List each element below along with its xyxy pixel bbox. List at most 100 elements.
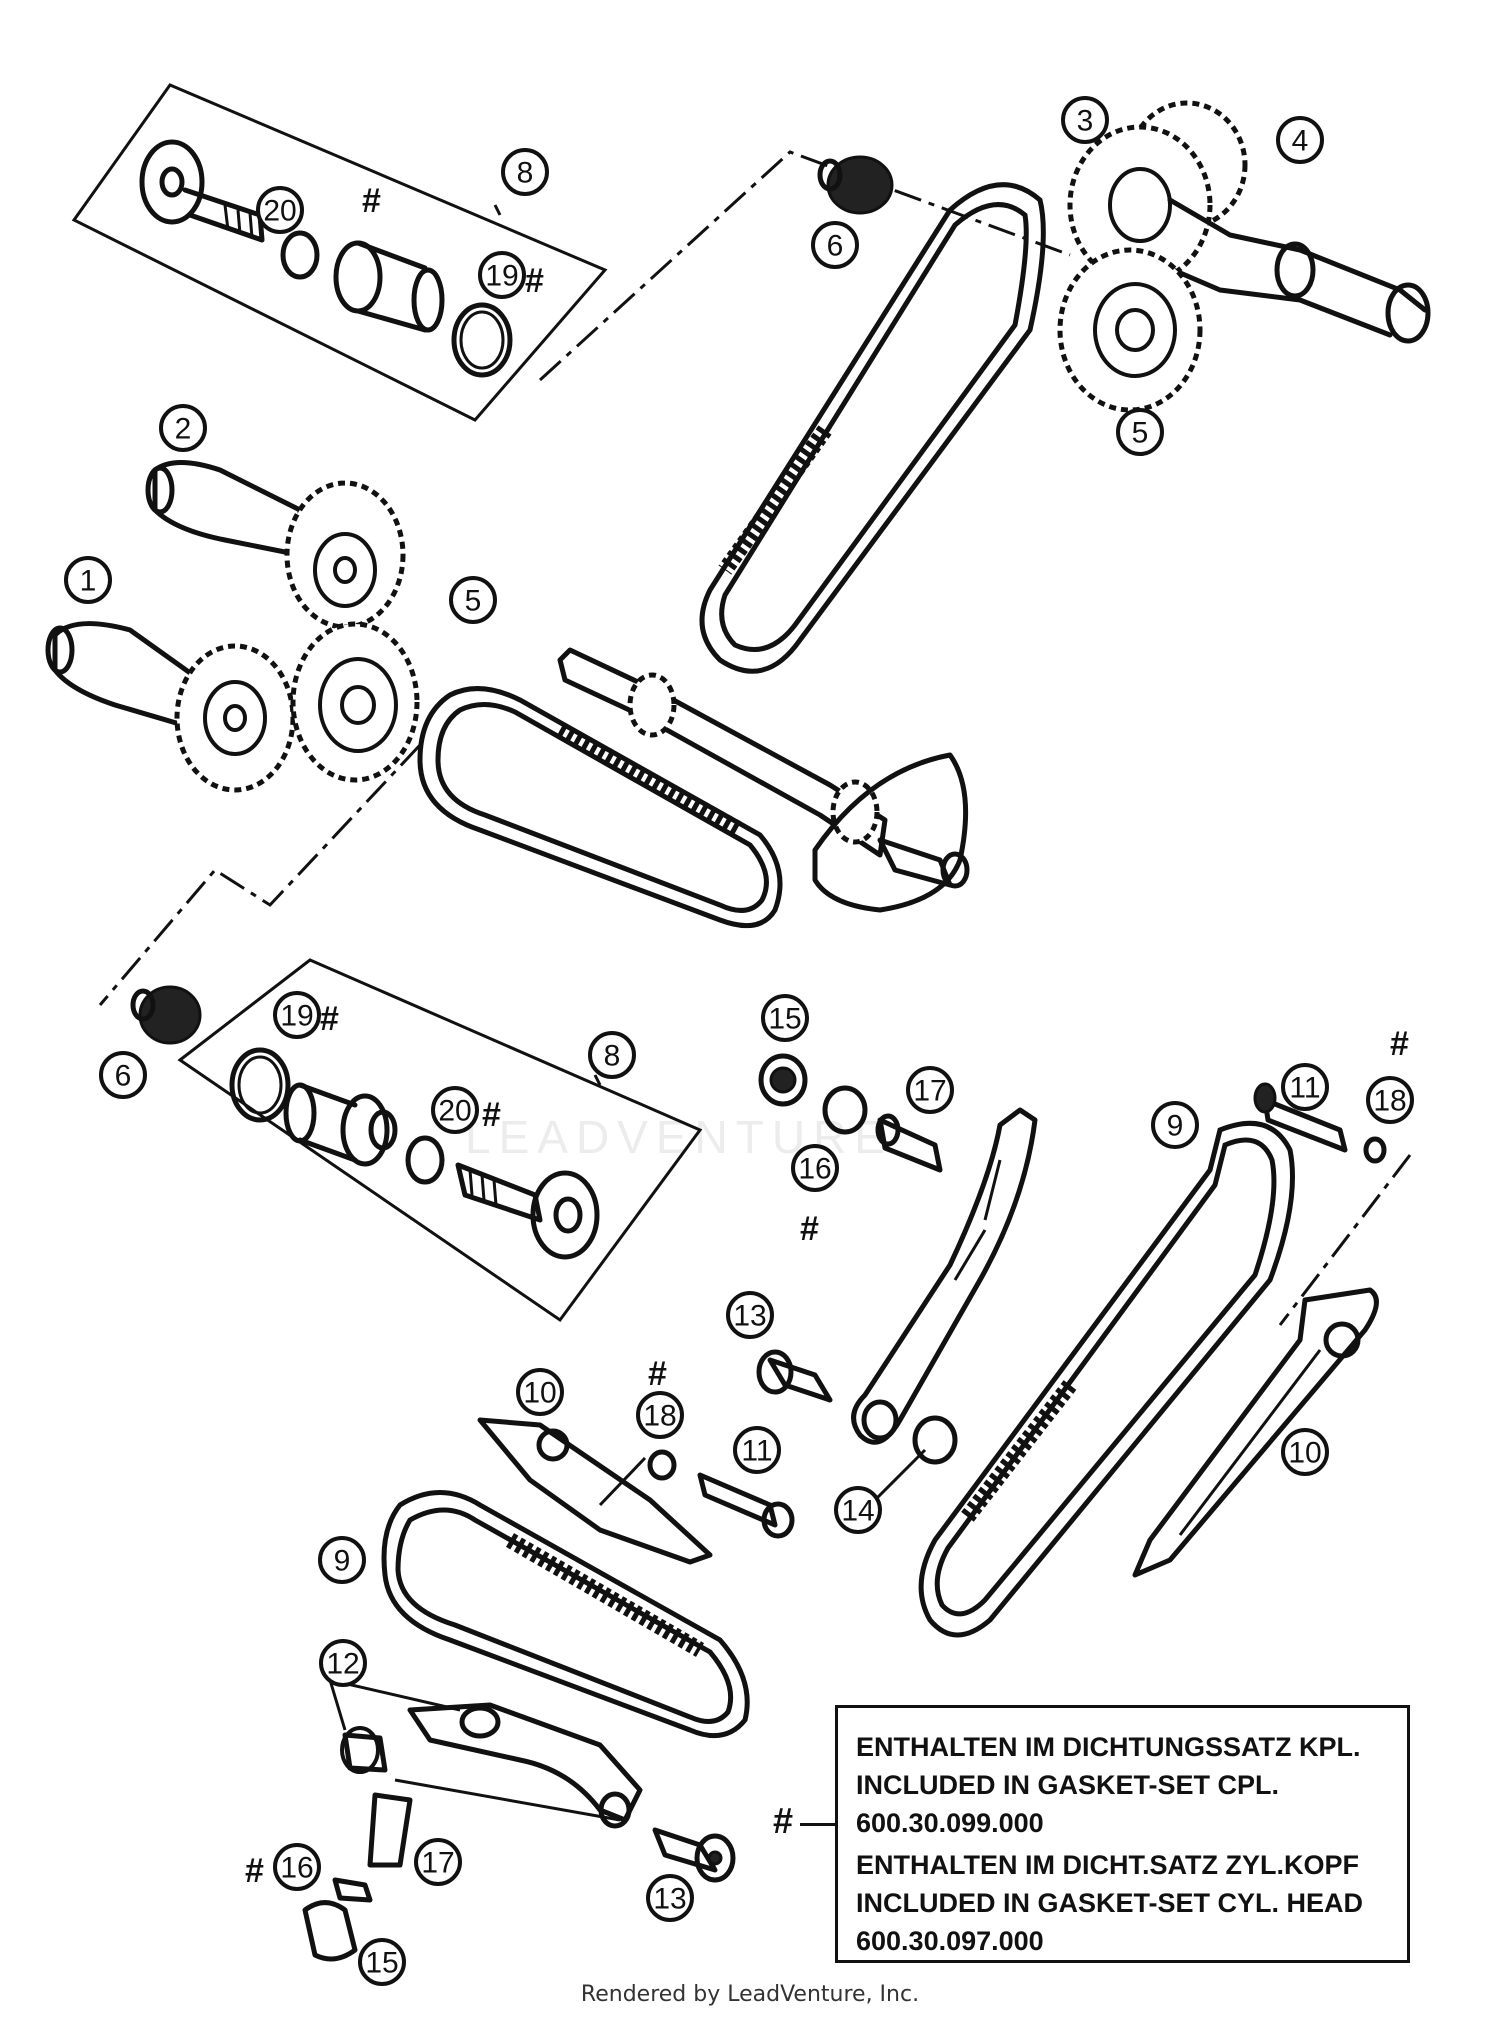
legend-box: ENTHALTEN IM DICHTUNGSSATZ KPL. INCLUDED… xyxy=(835,1705,1410,1963)
callout-number: 19 xyxy=(280,1000,313,1033)
callout-number: 18 xyxy=(1373,1085,1406,1118)
legend-group1-part-number: 600.30.099.000 xyxy=(856,1808,1044,1838)
callout-number: 10 xyxy=(1288,1437,1321,1470)
footer-credit: Rendered by LeadVenture, Inc. xyxy=(580,1982,920,2007)
callout-circle xyxy=(64,556,112,604)
leader-line xyxy=(98,743,422,1006)
timing-chain-middle xyxy=(417,686,783,929)
crankshaft xyxy=(557,647,970,913)
callout-circle xyxy=(273,1843,321,1891)
callout-number: 19 xyxy=(485,260,518,293)
callout-circle xyxy=(273,991,321,1039)
callout-number: 8 xyxy=(604,1040,621,1073)
callout-circle xyxy=(1276,116,1324,164)
callout-number: 20 xyxy=(263,195,296,228)
callout-circle xyxy=(726,1291,774,1339)
callout-5: 5 xyxy=(449,576,497,624)
legend-group2-de: ENTHALTEN IM DICHT.SATZ ZYL.KOPF xyxy=(856,1850,1359,1880)
timing-chain-upper xyxy=(699,182,1046,674)
callout-9: 9 xyxy=(1151,1101,1199,1149)
callout-13: 13 xyxy=(726,1291,774,1339)
callout-number: 1 xyxy=(80,565,97,598)
callout-circle xyxy=(1151,1101,1199,1149)
callout-circle xyxy=(414,1838,462,1886)
callout-2: 2 xyxy=(159,404,207,452)
callout-number: 18 xyxy=(643,1400,676,1433)
callout-10: 10 xyxy=(516,1368,564,1416)
callout-19: 19 xyxy=(273,991,321,1039)
callout-number: 17 xyxy=(421,1847,454,1880)
callout-19: 19 xyxy=(478,251,526,299)
callout-number: 5 xyxy=(1132,417,1149,450)
callout-circle xyxy=(588,1031,636,1079)
callout-11: 11 xyxy=(733,1426,781,1474)
callout-number: 6 xyxy=(827,230,844,263)
legend-group1-en: INCLUDED IN GASKET-SET CPL. xyxy=(856,1770,1280,1800)
callout-circle xyxy=(646,1874,694,1922)
callout-circle xyxy=(1116,408,1164,456)
callout-number: 13 xyxy=(733,1300,766,1333)
legend-hash-line xyxy=(800,1823,835,1826)
legend-hash-marker: # xyxy=(773,1800,794,1841)
callout-circle xyxy=(906,1066,954,1114)
hash-mark: # xyxy=(1390,1025,1409,1063)
tensioner-rail-right xyxy=(1132,1287,1379,1578)
callout-number: 11 xyxy=(1289,1072,1320,1105)
callout-16: 16 xyxy=(273,1843,321,1891)
leader-line xyxy=(868,1448,927,1507)
callout-number: 9 xyxy=(334,1545,351,1578)
callout-circle xyxy=(358,1938,406,1986)
callout-number: 2 xyxy=(175,413,192,446)
timing-chain-right xyxy=(918,1120,1295,1638)
callout-number: 9 xyxy=(1167,1110,1184,1143)
callout-18: 18 xyxy=(1366,1076,1414,1124)
callout-circle xyxy=(834,1486,882,1534)
callout-circle xyxy=(319,1639,367,1687)
callout-number: 14 xyxy=(841,1495,874,1528)
tensioner-assembly-bottom xyxy=(302,1678,736,1962)
chain-guide-center xyxy=(756,1053,1038,1465)
callout-number: 10 xyxy=(523,1377,556,1410)
callout-circle xyxy=(761,994,809,1042)
legend-group1-de: ENTHALTEN IM DICHTUNGSSATZ KPL. xyxy=(856,1732,1361,1762)
callout-circle xyxy=(791,1144,839,1192)
hash-mark: # xyxy=(245,1852,264,1890)
roller-6-bottom xyxy=(130,985,202,1045)
part-group-8-top xyxy=(71,83,608,422)
callout-circle xyxy=(431,1086,479,1134)
callout-20: 20 xyxy=(431,1086,479,1134)
tensioner-rail-left xyxy=(477,1417,795,1565)
callout-6: 6 xyxy=(811,221,859,269)
callout-circle xyxy=(449,576,497,624)
part-group-8-bottom xyxy=(177,958,703,1323)
hash-mark: # xyxy=(320,1000,339,1038)
callout-12: 12 xyxy=(319,1639,367,1687)
callout-6: 6 xyxy=(99,1051,147,1099)
callout-4: 4 xyxy=(1276,116,1324,164)
callout-number: 3 xyxy=(1077,105,1094,138)
callout-number: 20 xyxy=(438,1095,471,1128)
callout-number: 4 xyxy=(1292,125,1309,158)
callout-circle xyxy=(501,148,549,196)
callout-8: 8 xyxy=(501,148,549,196)
callout-number: 12 xyxy=(326,1648,359,1681)
callout-number: 8 xyxy=(517,157,534,190)
hash-mark: # xyxy=(648,1355,667,1393)
callout-circle xyxy=(1281,1063,1329,1111)
callout-circle xyxy=(516,1368,564,1416)
callout-20: 20 xyxy=(256,186,304,234)
callout-9: 9 xyxy=(318,1536,366,1584)
leader-line xyxy=(1278,1154,1412,1326)
callout-15: 15 xyxy=(358,1938,406,1986)
callout-number: 17 xyxy=(913,1075,946,1108)
timing-chain-bottom xyxy=(381,1490,750,1739)
callout-15: 15 xyxy=(761,994,809,1042)
legend-group2-en: INCLUDED IN GASKET-SET CYL. HEAD xyxy=(856,1888,1364,1918)
callout-circle xyxy=(256,186,304,234)
callout-13: 13 xyxy=(646,1874,694,1922)
callout-14: 14 xyxy=(834,1486,882,1534)
callout-number: 16 xyxy=(798,1153,831,1186)
callout-11: 11 xyxy=(1281,1063,1329,1111)
callout-10: 10 xyxy=(1281,1428,1329,1476)
callout-number: 6 xyxy=(115,1060,132,1093)
